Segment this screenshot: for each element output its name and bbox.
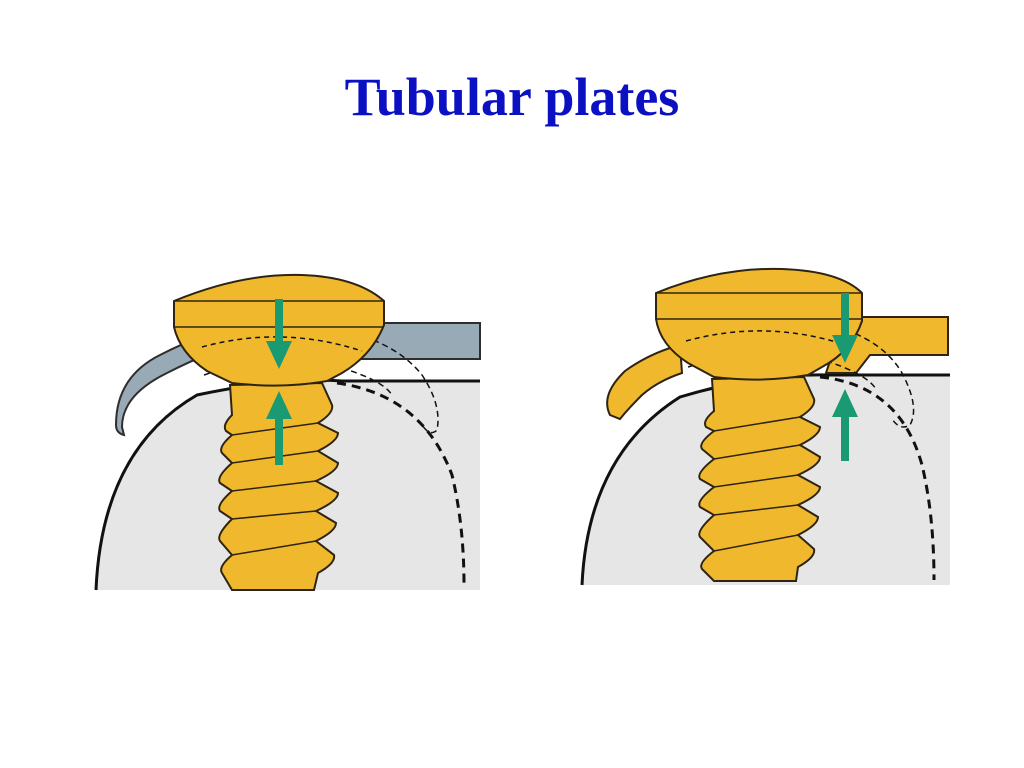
arrow-down-icon bbox=[832, 293, 858, 363]
arrow-up-icon bbox=[832, 389, 858, 461]
screw-thread-lines bbox=[713, 416, 801, 552]
screw-head-lines bbox=[656, 292, 862, 320]
diagram-left-svg bbox=[94, 273, 481, 591]
diagram-right-screw-plate bbox=[570, 255, 970, 600]
screw-shank bbox=[218, 381, 340, 591]
plate-left-flange bbox=[606, 343, 684, 421]
diagram-left-screw-plate bbox=[92, 255, 492, 600]
dashed-screw-path bbox=[336, 381, 466, 586]
dashed-head-contour bbox=[685, 330, 847, 346]
dashed-hole-outline-lower bbox=[687, 352, 877, 390]
dashed-head-contour bbox=[201, 336, 363, 352]
arrow-up-icon bbox=[266, 391, 292, 465]
diagram-right-svg bbox=[580, 267, 950, 586]
dashed-screw-path bbox=[819, 375, 936, 581]
slide-title: Tubular plates bbox=[344, 67, 680, 127]
arrow-down-icon bbox=[266, 299, 292, 369]
